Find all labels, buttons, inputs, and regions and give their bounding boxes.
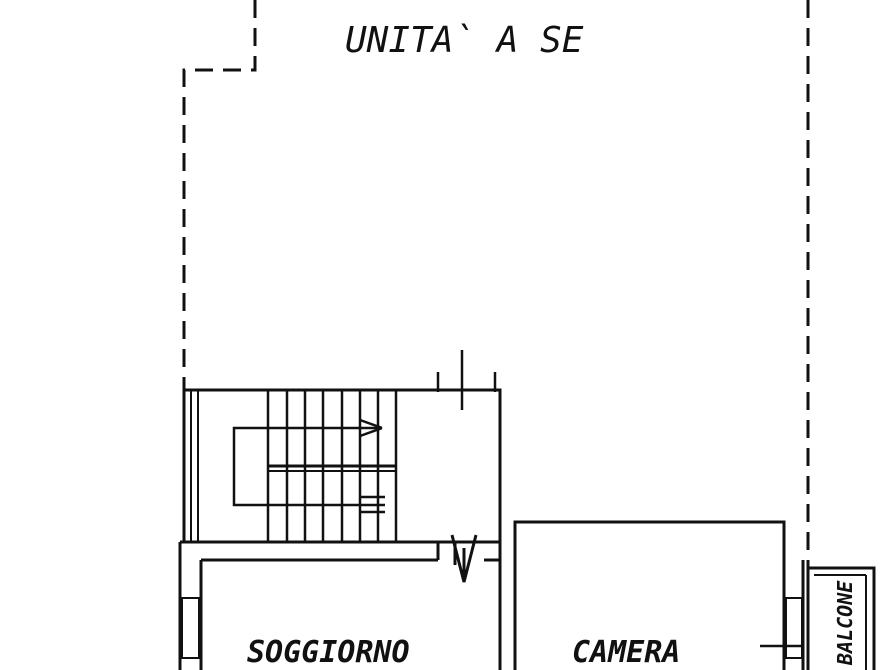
- unit-boundary-dashed: [182, 0, 810, 570]
- stair-ticks: [436, 350, 497, 410]
- living-room-walls: [178, 390, 502, 670]
- bedroom-label: CAMERA: [572, 635, 680, 670]
- living-room-label: SOGGIORNO: [247, 635, 410, 670]
- entrance-door: [436, 534, 478, 583]
- stair-direction-arrow: [232, 418, 385, 514]
- balcony-label: BALCONE: [833, 580, 857, 666]
- balcony-outline: [806, 566, 876, 670]
- stairwell: [182, 350, 502, 544]
- unit-label: UNITA` A SE: [345, 20, 584, 61]
- bedroom-walls: [513, 520, 805, 670]
